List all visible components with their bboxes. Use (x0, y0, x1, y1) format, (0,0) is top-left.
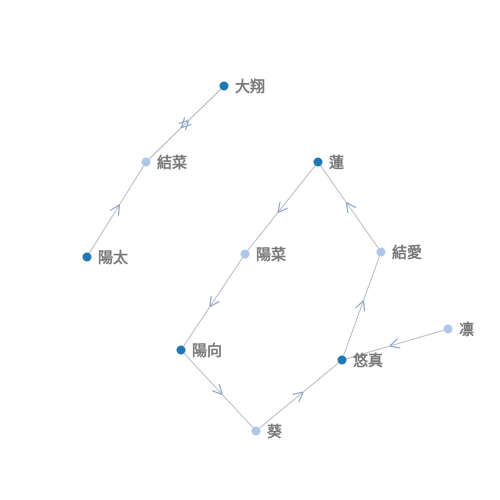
node-label-rin: 凛 (459, 321, 474, 339)
node-label-ren: 蓮 (329, 154, 344, 172)
edge-yua-to-ren (320, 165, 379, 249)
node-label-yua: 結愛 (392, 244, 422, 262)
node-circle-daiki[interactable] (219, 81, 229, 91)
node-ren[interactable]: 蓮 (313, 154, 345, 172)
edge-yuma-to-yua (343, 256, 380, 356)
edge-daiki-to-yuina (148, 88, 222, 160)
node-circle-ren[interactable] (313, 157, 323, 167)
node-hinata[interactable]: 陽向 (176, 342, 223, 360)
node-label-yuina: 結菜 (157, 154, 187, 172)
node-label-aoi: 葵 (267, 423, 283, 441)
edge-rin-to-yuma (346, 329, 444, 360)
node-circle-hinata[interactable] (176, 345, 186, 355)
node-youta[interactable]: 陽太 (82, 249, 130, 267)
node-circle-youta[interactable] (82, 252, 92, 262)
node-circle-yuma[interactable] (337, 355, 347, 365)
node-circle-hina[interactable] (240, 249, 250, 259)
node-label-yuma: 悠真 (352, 352, 383, 370)
edge-youta-to-yuina (88, 165, 145, 254)
edge-ren-to-hina (247, 165, 316, 251)
node-rin[interactable]: 凛 (443, 321, 475, 339)
node-aoi[interactable]: 葵 (251, 423, 284, 441)
node-label-hinata: 陽向 (192, 342, 222, 360)
node-circle-yuina[interactable] (141, 157, 151, 167)
node-circle-aoi[interactable] (251, 426, 261, 436)
node-daiki[interactable]: 大翔 (219, 78, 266, 96)
edge-aoi-to-yuma (259, 362, 339, 429)
edge-hina-to-hinata (183, 257, 243, 347)
node-circle-yua[interactable] (376, 247, 386, 257)
node-circle-rin[interactable] (443, 324, 453, 334)
node-yua[interactable]: 結愛 (376, 244, 423, 262)
node-hina[interactable]: 陽菜 (240, 246, 287, 264)
node-label-youta: 陽太 (98, 249, 129, 267)
node-label-hina: 陽菜 (256, 246, 286, 264)
node-yuma[interactable]: 悠真 (337, 352, 384, 370)
edge-hinata-to-aoi (183, 352, 254, 429)
node-yuina[interactable]: 結菜 (141, 154, 188, 172)
node-label-daiki: 大翔 (235, 78, 265, 96)
edges-layer (88, 88, 444, 429)
